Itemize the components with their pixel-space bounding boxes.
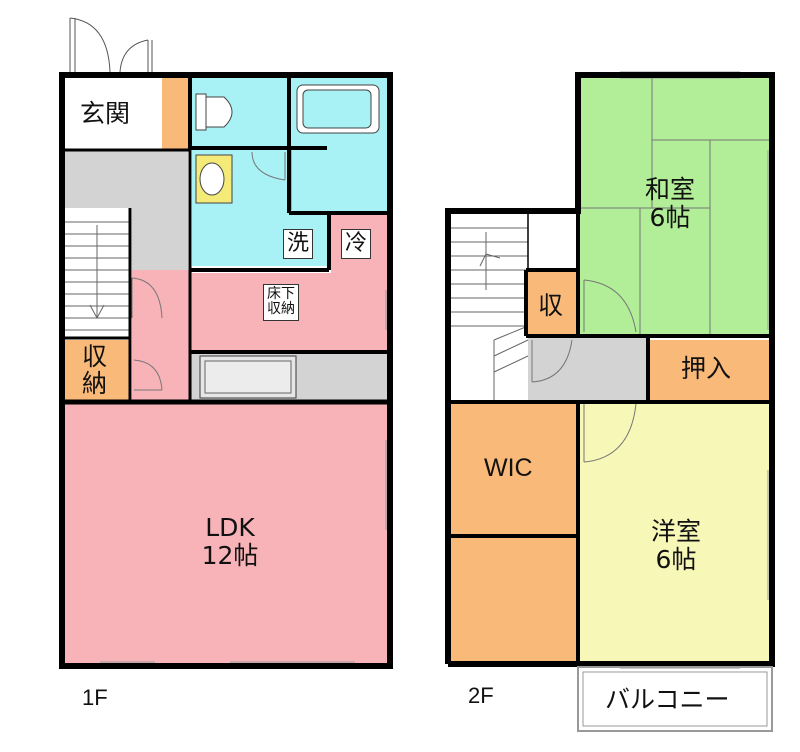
door-swings-2f — [531, 279, 637, 463]
underfloor-storage-label: 床下 収納 — [263, 284, 299, 321]
youshitsu-name: 洋室 — [650, 517, 701, 546]
floor-label-2f: 2F — [468, 683, 494, 708]
genkan-storage — [162, 78, 188, 150]
corridor-pink — [132, 270, 192, 402]
youshitsu-area — [580, 404, 770, 662]
first-floor — [59, 17, 393, 669]
storage-2f-area — [528, 272, 576, 334]
youshitsu-size: 6帖 — [655, 544, 697, 574]
ldk-size: 12帖 — [201, 540, 259, 570]
washer-label: 洗 — [283, 229, 314, 260]
washitsu-label: 和室 6帖 — [630, 176, 710, 231]
genkan-area — [64, 78, 162, 150]
walls-2f — [445, 72, 775, 667]
toilet-bowl — [205, 96, 233, 128]
stairs-1f-steps — [64, 221, 130, 331]
balcony — [577, 666, 773, 732]
oshiire-label: 押入 — [681, 354, 732, 383]
wic-area — [450, 404, 576, 534]
tatami-lines — [578, 78, 770, 336]
stairs-2f-steps — [450, 227, 529, 400]
toilet-tank — [195, 93, 207, 131]
balcony-label: バルコニー — [605, 685, 730, 714]
youshitsu-label: 洋室 6帖 — [636, 518, 716, 573]
underfloor-label-line1: 床下 — [267, 286, 295, 302]
storage-1f-area — [64, 340, 130, 402]
washitsu-size: 6帖 — [649, 202, 691, 232]
storage-2f-label: 収 — [538, 291, 564, 320]
walls-1f — [59, 72, 393, 669]
storage-1f-label-bottom: 納 — [82, 369, 108, 398]
second-floor — [445, 71, 775, 732]
ldk-name: LDK — [205, 513, 255, 542]
hall-area-lower — [132, 150, 188, 270]
entrance-doors — [69, 17, 153, 73]
storage-2f-lower — [450, 538, 576, 662]
wic-label: WIC — [484, 454, 533, 482]
bathtub-inner — [302, 89, 372, 129]
stairs-2f — [450, 214, 528, 400]
storage-1f-label-top: 収 — [82, 342, 108, 371]
underfloor-label-line2: 収納 — [267, 301, 295, 318]
oshiire-area — [650, 340, 770, 400]
sink-basin — [204, 360, 292, 394]
genkan-label: 玄関 — [80, 99, 131, 128]
washitsu-area — [578, 78, 770, 336]
ldk-area — [64, 404, 388, 664]
ldk-label: LDK 12帖 — [190, 514, 270, 569]
hall-2f — [528, 336, 648, 400]
fridge-label: 冷 — [341, 229, 372, 260]
floor-label-1f: 1F — [82, 685, 108, 710]
washitsu-name: 和室 — [644, 175, 695, 204]
wash-basin-bowl — [199, 162, 225, 196]
